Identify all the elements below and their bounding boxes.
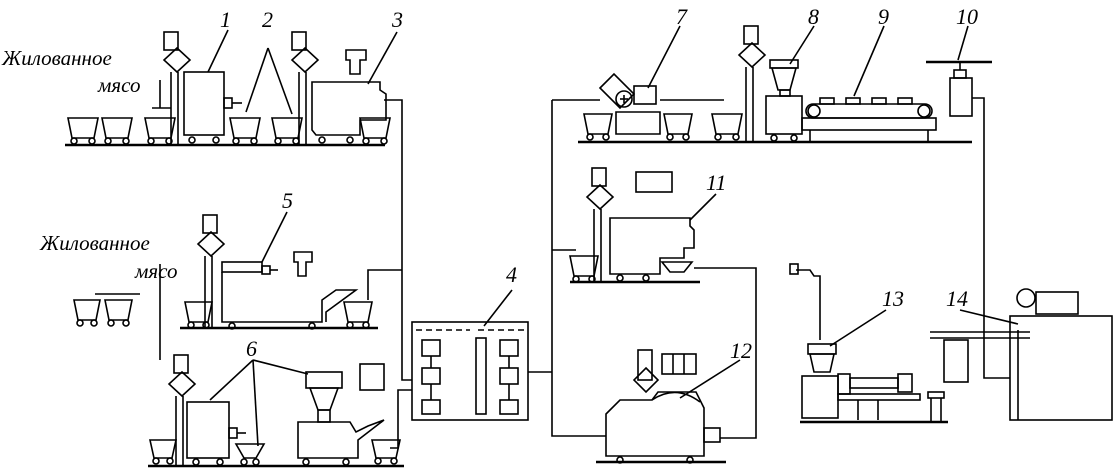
line-11 [569, 167, 757, 439]
callout-7: 7 [676, 4, 688, 29]
lift [290, 31, 320, 145]
conveyor-9 [801, 97, 937, 142]
control-panel [635, 171, 673, 193]
device-10 [926, 60, 1010, 379]
line-5 [73, 214, 378, 360]
machine-13 [789, 263, 948, 424]
cart [583, 113, 613, 141]
machine-6a [186, 401, 246, 466]
lift [737, 25, 767, 142]
cart [104, 299, 133, 327]
line-1-3 [65, 31, 391, 147]
raw-meat-label-top-line2: мясо [97, 73, 140, 97]
cart [101, 117, 133, 145]
cart [67, 117, 99, 145]
line-7-10 [578, 25, 1010, 379]
lift [196, 214, 226, 328]
machine-11 [609, 217, 757, 439]
cart [663, 113, 693, 141]
machine-3 [311, 49, 387, 144]
callout-8: 8 [808, 4, 819, 29]
cart [149, 439, 177, 465]
cart [343, 301, 373, 329]
machine-6b [297, 363, 385, 466]
callout-14: 14 [946, 286, 968, 311]
cart [359, 117, 391, 145]
callout-3: 3 [391, 7, 403, 32]
cart [271, 117, 303, 145]
transport-lines-right [528, 99, 606, 437]
machine-8 [765, 59, 803, 142]
machine-1 [183, 71, 242, 144]
pointer-lines [159, 25, 1019, 447]
callout-4: 4 [506, 262, 517, 287]
callout-2: 2 [262, 7, 273, 32]
lift [152, 31, 192, 145]
callout-6: 6 [246, 336, 257, 361]
transport-lines-left [367, 99, 412, 449]
machine-7 [598, 72, 724, 135]
callout-10: 10 [956, 4, 978, 29]
small-hopper [234, 443, 266, 466]
cart [184, 301, 213, 329]
callout-9: 9 [878, 4, 889, 29]
machine-12 [596, 349, 726, 464]
lift [167, 354, 197, 466]
cart [569, 255, 599, 283]
lift [585, 167, 615, 282]
line-6 [148, 354, 404, 468]
callout-13: 13 [882, 286, 904, 311]
cart [229, 117, 261, 145]
raw-meat-label-top-line1: Жилованное [1, 46, 112, 70]
cart [73, 299, 101, 327]
callout-1: 1 [220, 7, 231, 32]
chamber-14 [930, 288, 1113, 421]
raw-meat-label-mid-line2: мясо [134, 259, 177, 283]
storage-chamber-4 [411, 321, 529, 421]
cart [371, 439, 401, 465]
raw-meat-label-mid-line1: Жилованное [39, 231, 150, 255]
callout-5: 5 [282, 188, 293, 213]
callout-12: 12 [730, 338, 752, 363]
machine-5 [221, 251, 359, 330]
callout-11: 11 [706, 170, 726, 195]
cart [711, 113, 743, 141]
